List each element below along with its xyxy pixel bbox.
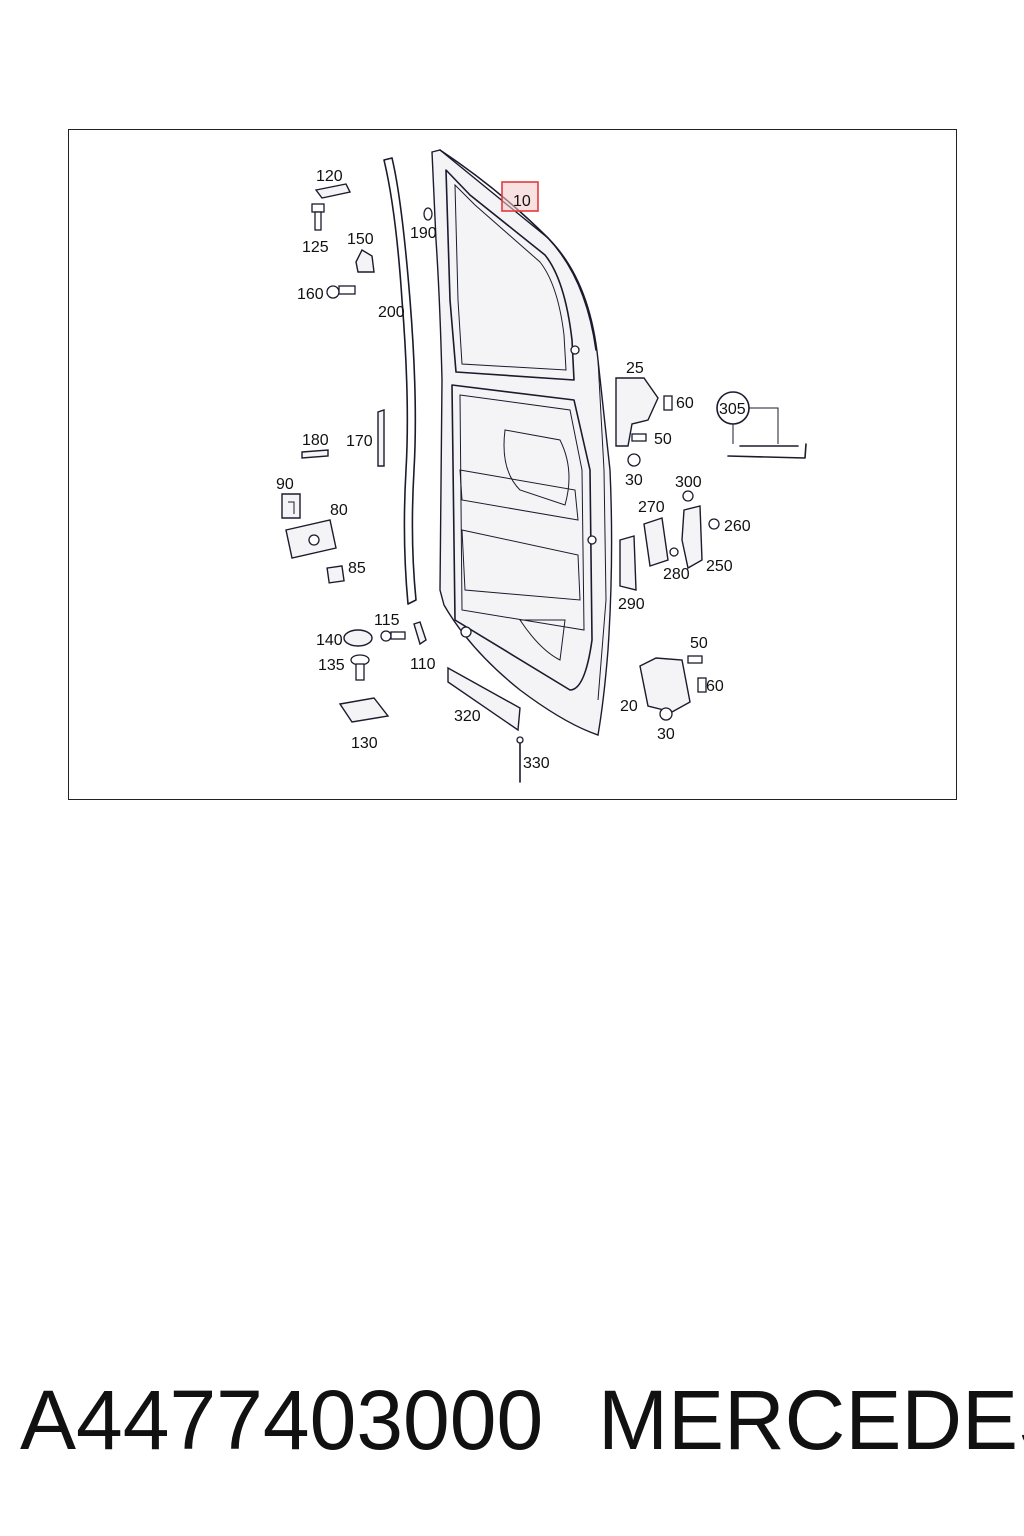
product-caption: A4477403000 MERCEDES	[20, 1372, 1024, 1472]
part-60a	[663, 395, 673, 411]
part-20-hinge	[639, 657, 691, 713]
label-160: 160	[297, 286, 324, 303]
part-180	[301, 449, 329, 459]
label-80: 80	[330, 502, 348, 519]
seal-strip-200	[383, 157, 417, 605]
part-120	[314, 183, 352, 199]
label-250: 250	[706, 558, 733, 575]
part-305	[716, 391, 807, 459]
part-160	[326, 285, 356, 299]
part-150	[355, 249, 375, 273]
label-115: 115	[374, 612, 400, 629]
part-115	[380, 630, 406, 642]
label-30a: 30	[625, 472, 643, 489]
label-305: 305	[719, 401, 746, 418]
label-280: 280	[663, 566, 690, 583]
part-170	[377, 409, 385, 467]
label-120: 120	[316, 168, 343, 185]
label-140: 140	[316, 632, 343, 649]
part-60b	[697, 677, 707, 693]
label-270: 270	[638, 499, 665, 516]
label-190: 190	[410, 225, 437, 242]
label-60b: 60	[706, 678, 724, 695]
label-25: 25	[626, 360, 644, 377]
part-140	[343, 629, 373, 647]
part-30a	[627, 453, 641, 467]
part-330	[516, 736, 524, 783]
label-110: 110	[410, 656, 436, 673]
label-50b: 50	[690, 635, 708, 652]
label-180: 180	[302, 432, 329, 449]
part-50b	[687, 655, 703, 664]
part-110	[413, 621, 427, 646]
part-25-hinge	[615, 377, 659, 447]
label-290: 290	[618, 596, 645, 613]
diagram-frame	[68, 129, 957, 800]
label-60a: 60	[676, 395, 694, 412]
label-125: 125	[302, 239, 329, 256]
label-330: 330	[523, 755, 550, 772]
part-number: A4477403000	[20, 1373, 544, 1467]
brand-name: MERCEDES	[598, 1373, 1024, 1467]
part-280	[669, 547, 679, 557]
part-250-lock	[681, 505, 703, 570]
part-90	[281, 493, 301, 519]
rear-door-panel	[431, 149, 613, 736]
label-135: 135	[318, 657, 345, 674]
label-90: 90	[276, 476, 294, 493]
label-130: 130	[351, 735, 378, 752]
label-10: 10	[513, 193, 531, 210]
label-30b: 30	[657, 726, 675, 743]
label-50a: 50	[654, 431, 672, 448]
part-130	[338, 697, 390, 723]
label-320: 320	[454, 708, 481, 725]
part-50a	[631, 433, 647, 442]
part-260	[708, 518, 720, 530]
label-200: 200	[378, 304, 405, 321]
part-135	[350, 654, 370, 681]
part-85	[326, 565, 345, 584]
label-150: 150	[347, 231, 374, 248]
part-30b	[659, 707, 673, 721]
highlight-box	[501, 181, 539, 212]
label-20: 20	[620, 698, 638, 715]
part-80	[285, 519, 337, 559]
label-300: 300	[675, 474, 702, 491]
part-125	[311, 203, 325, 231]
part-300	[682, 490, 694, 502]
part-270	[643, 517, 669, 567]
part-320	[447, 666, 521, 732]
label-170: 170	[346, 433, 373, 450]
label-85: 85	[348, 560, 366, 577]
part-190	[423, 207, 433, 221]
part-290	[619, 535, 637, 591]
label-260: 260	[724, 518, 751, 535]
